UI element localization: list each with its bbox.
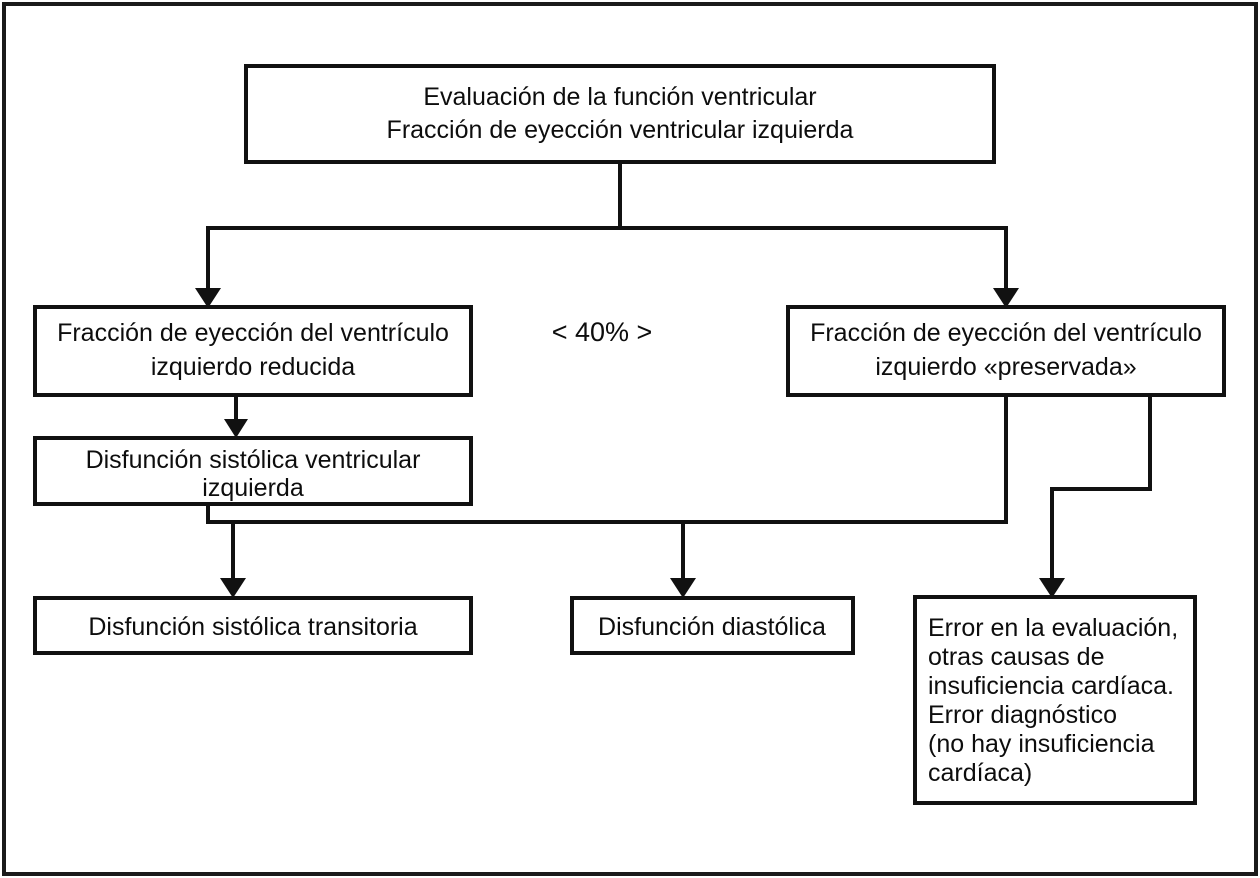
edge-bus-horizontal xyxy=(206,395,1008,524)
edge-root-to-fevi-preservada xyxy=(618,162,1008,292)
node-label: otras causas de xyxy=(928,643,1105,671)
node-box xyxy=(33,436,473,506)
node-evaluacion-funcion-ventricular[interactable]: Evaluación de la función ventricular Fra… xyxy=(244,64,996,164)
node-box xyxy=(33,305,473,397)
arrowhead-diastolica xyxy=(670,578,696,598)
arrowhead-disfuncion-sistolica xyxy=(224,419,248,438)
node-box xyxy=(570,596,855,655)
node-disfuncion-sistolica-transitoria[interactable]: Disfunción sistólica transitoria xyxy=(33,596,473,655)
node-disfuncion-sistolica-ventricular-izquierda[interactable]: Disfunción sistólica ventricular izquier… xyxy=(33,436,473,506)
node-box xyxy=(244,64,996,164)
node-label: Error en la evaluación, xyxy=(928,614,1178,642)
arrowhead-fevi-preservada xyxy=(993,288,1019,308)
node-label: Fracción de eyección ventricular izquier… xyxy=(387,116,854,144)
node-label: Fracción de eyección del ventrículo xyxy=(810,319,1202,347)
node-disfuncion-diastolica[interactable]: Disfunción diastólica xyxy=(570,596,855,655)
node-fraccion-eyeccion-reducida[interactable]: Fracción de eyección del ventrículo izqu… xyxy=(33,305,473,397)
node-label: (no hay insuficiencia xyxy=(928,730,1155,758)
umbral-fraccion-eyeccion-label: < 40% > xyxy=(552,317,653,347)
node-box xyxy=(786,305,1226,397)
arrowhead-fevi-reducida xyxy=(195,288,221,308)
node-label: Disfunción diastólica xyxy=(598,613,826,641)
node-label: Fracción de eyección del ventrículo xyxy=(57,319,449,347)
node-box xyxy=(913,595,1197,805)
node-label: Evaluación de la función ventricular xyxy=(423,83,816,111)
node-label: izquierdo «preservada» xyxy=(875,353,1136,381)
arrowhead-transitoria xyxy=(220,578,246,598)
arrowhead-error xyxy=(1039,578,1065,598)
node-label: insuficiencia cardíaca. xyxy=(928,672,1174,700)
connector-layer xyxy=(195,162,1152,598)
edge-fevi-preservada-to-error xyxy=(1050,395,1152,582)
node-error-en-la-evaluacion[interactable]: Error en la evaluación, otras causas de … xyxy=(913,595,1197,805)
node-fraccion-eyeccion-preservada[interactable]: Fracción de eyección del ventrículo izqu… xyxy=(786,305,1226,397)
node-label: cardíaca) xyxy=(928,759,1032,787)
node-label: Error diagnóstico xyxy=(928,701,1117,729)
node-label: izquierda xyxy=(202,474,304,502)
node-box xyxy=(33,596,473,655)
node-label: izquierdo reducida xyxy=(151,353,355,381)
node-label: Disfunción sistólica transitoria xyxy=(88,613,417,641)
node-label: Disfunción sistólica ventricular xyxy=(86,446,421,474)
